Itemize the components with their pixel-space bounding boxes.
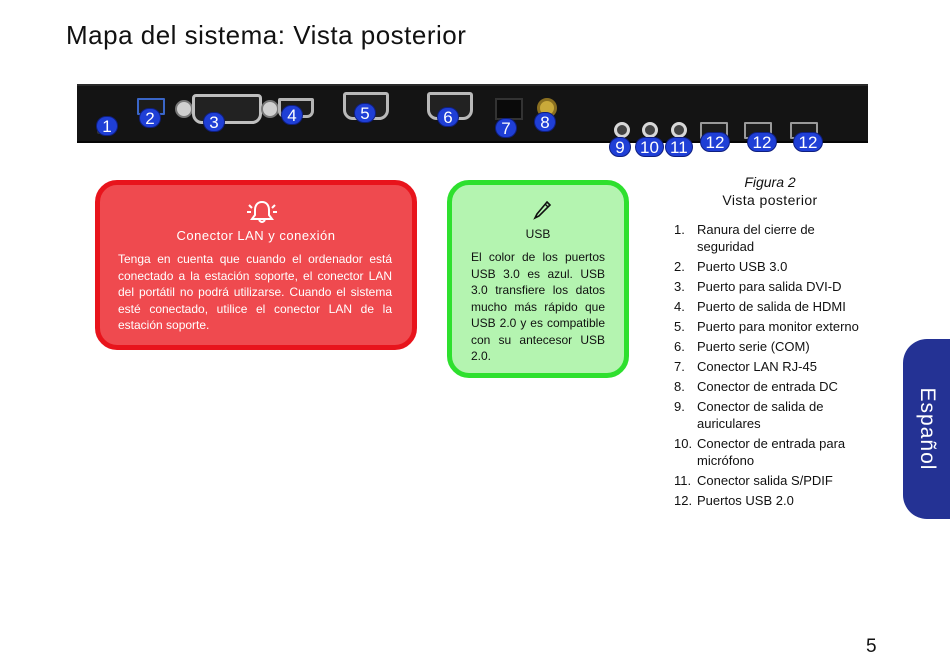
- usb-note-heading: USB: [525, 227, 551, 241]
- lan-port: [495, 98, 523, 120]
- list-item: 8.Conector de entrada DC: [674, 379, 838, 394]
- callout-badge: 9: [609, 137, 631, 157]
- callout-badge: 12: [700, 132, 730, 152]
- screw-icon: [175, 100, 193, 118]
- figure-title: Vista posterior: [722, 192, 818, 208]
- list-item: 6.Puerto serie (COM): [674, 339, 810, 354]
- callout-badge: 7: [495, 118, 517, 138]
- port-legend-list: 1.Ranura del cierre de seguridad 2.Puert…: [674, 221, 870, 512]
- list-item: 11.Conector salida S/PDIF: [674, 473, 833, 488]
- callout-badge: 1: [96, 116, 118, 136]
- microphone-jack: [642, 122, 658, 138]
- lan-note-text: Tenga en cuenta que cuando el ordenador …: [118, 252, 392, 332]
- callout-badge: 11: [665, 137, 693, 157]
- callout-badge: 8: [534, 112, 556, 132]
- lan-note-box: Conector LAN y conexión Tenga en cuenta …: [95, 180, 417, 350]
- callout-badge: 6: [437, 107, 459, 127]
- spdif-jack: [671, 122, 687, 138]
- callout-badge: 5: [354, 103, 376, 123]
- list-item: 10.Conector de entrada para micrófono: [674, 436, 846, 468]
- callout-badge: 12: [793, 132, 823, 152]
- callout-badge: 12: [747, 132, 777, 152]
- dvi-port: [192, 94, 262, 124]
- list-item: 3.Puerto para salida DVI-D: [674, 279, 842, 294]
- list-item: 2.Puerto USB 3.0: [674, 259, 788, 274]
- usb-note-box: USB El color de los puertos USB 3.0 es a…: [447, 180, 629, 378]
- figure-number: Figura 2: [744, 174, 796, 190]
- language-tab-label: Español: [915, 387, 939, 471]
- bell-alert-icon: [247, 200, 277, 223]
- screw-icon: [261, 100, 279, 118]
- rear-panel-image: [77, 84, 868, 143]
- usb-note-text: El color de los puertos USB 3.0 es azul.…: [471, 250, 605, 363]
- list-item: 9.Conector de salida de auriculares: [674, 399, 824, 431]
- pen-icon: [533, 200, 552, 220]
- list-item: 1.Ranura del cierre de seguridad: [674, 222, 815, 254]
- callout-badge: 3: [203, 112, 225, 132]
- callout-badge: 4: [281, 105, 303, 125]
- lan-note-heading: Conector LAN y conexión: [176, 228, 336, 243]
- list-item: 5.Puerto para monitor externo: [674, 319, 859, 334]
- list-item: 4.Puerto de salida de HDMI: [674, 299, 846, 314]
- callout-badge: 10: [635, 137, 664, 157]
- list-item: 7.Conector LAN RJ-45: [674, 359, 817, 374]
- list-item: 12.Puertos USB 2.0: [674, 493, 794, 508]
- language-side-tab: Español: [903, 339, 950, 519]
- headphone-jack: [614, 122, 630, 138]
- page-title: Mapa del sistema: Vista posterior: [66, 20, 467, 50]
- page-number: 5: [866, 636, 877, 657]
- callout-badge: 2: [139, 108, 161, 128]
